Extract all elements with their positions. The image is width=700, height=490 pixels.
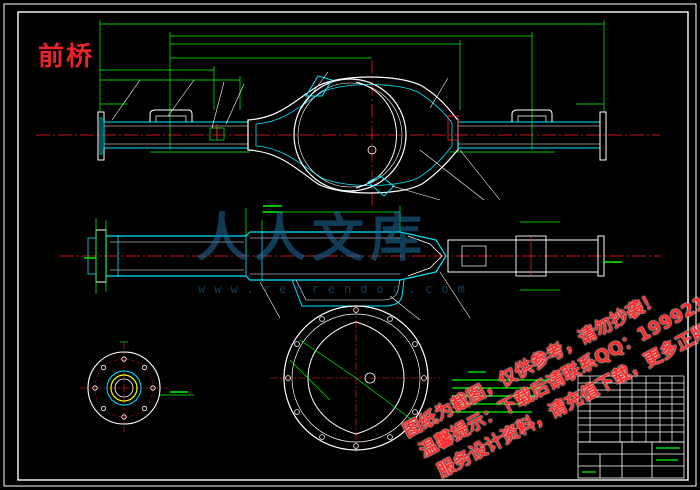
cover-center-nut	[364, 372, 376, 384]
left-bolt-mark	[212, 124, 222, 140]
top-view	[36, 20, 660, 210]
top-view-leaders	[111, 71, 501, 201]
cover-bolt-holes	[285, 307, 427, 449]
left-flange	[97, 111, 105, 161]
sheet-border-inner	[17, 11, 689, 481]
top-view-dimensions	[99, 20, 605, 153]
section-dimensions	[95, 206, 560, 294]
flange-bolt-holes	[92, 356, 156, 420]
cover-dimension-lines	[289, 339, 413, 421]
differential-housing	[293, 78, 407, 192]
section-right-flange	[597, 235, 605, 277]
section-housing-bowl	[291, 279, 405, 307]
section-axle-tube	[105, 231, 447, 281]
top-bracket	[305, 75, 333, 97]
cover-view	[270, 305, 440, 452]
cover-segment	[355, 81, 397, 189]
parts-list-table	[577, 375, 685, 443]
right-spring-seat	[511, 109, 553, 122]
flange-outer-circle	[87, 351, 161, 425]
left-flange-bolt	[99, 117, 103, 155]
bottom-bracket	[367, 175, 395, 197]
sheet-border-outer	[3, 3, 697, 487]
section-view	[60, 205, 660, 321]
section-leaders	[259, 271, 471, 321]
title-block	[577, 441, 685, 479]
cover-oval	[307, 321, 405, 435]
drawing-title: 前桥	[38, 42, 95, 72]
flange-end-view	[80, 341, 194, 432]
watermark-logo: 人人文库	[196, 209, 429, 269]
technical-notes	[452, 371, 556, 413]
watermark-url: www.renrendoc.com	[198, 282, 474, 296]
cover-outer-circle	[283, 305, 429, 451]
right-flange	[599, 111, 607, 161]
